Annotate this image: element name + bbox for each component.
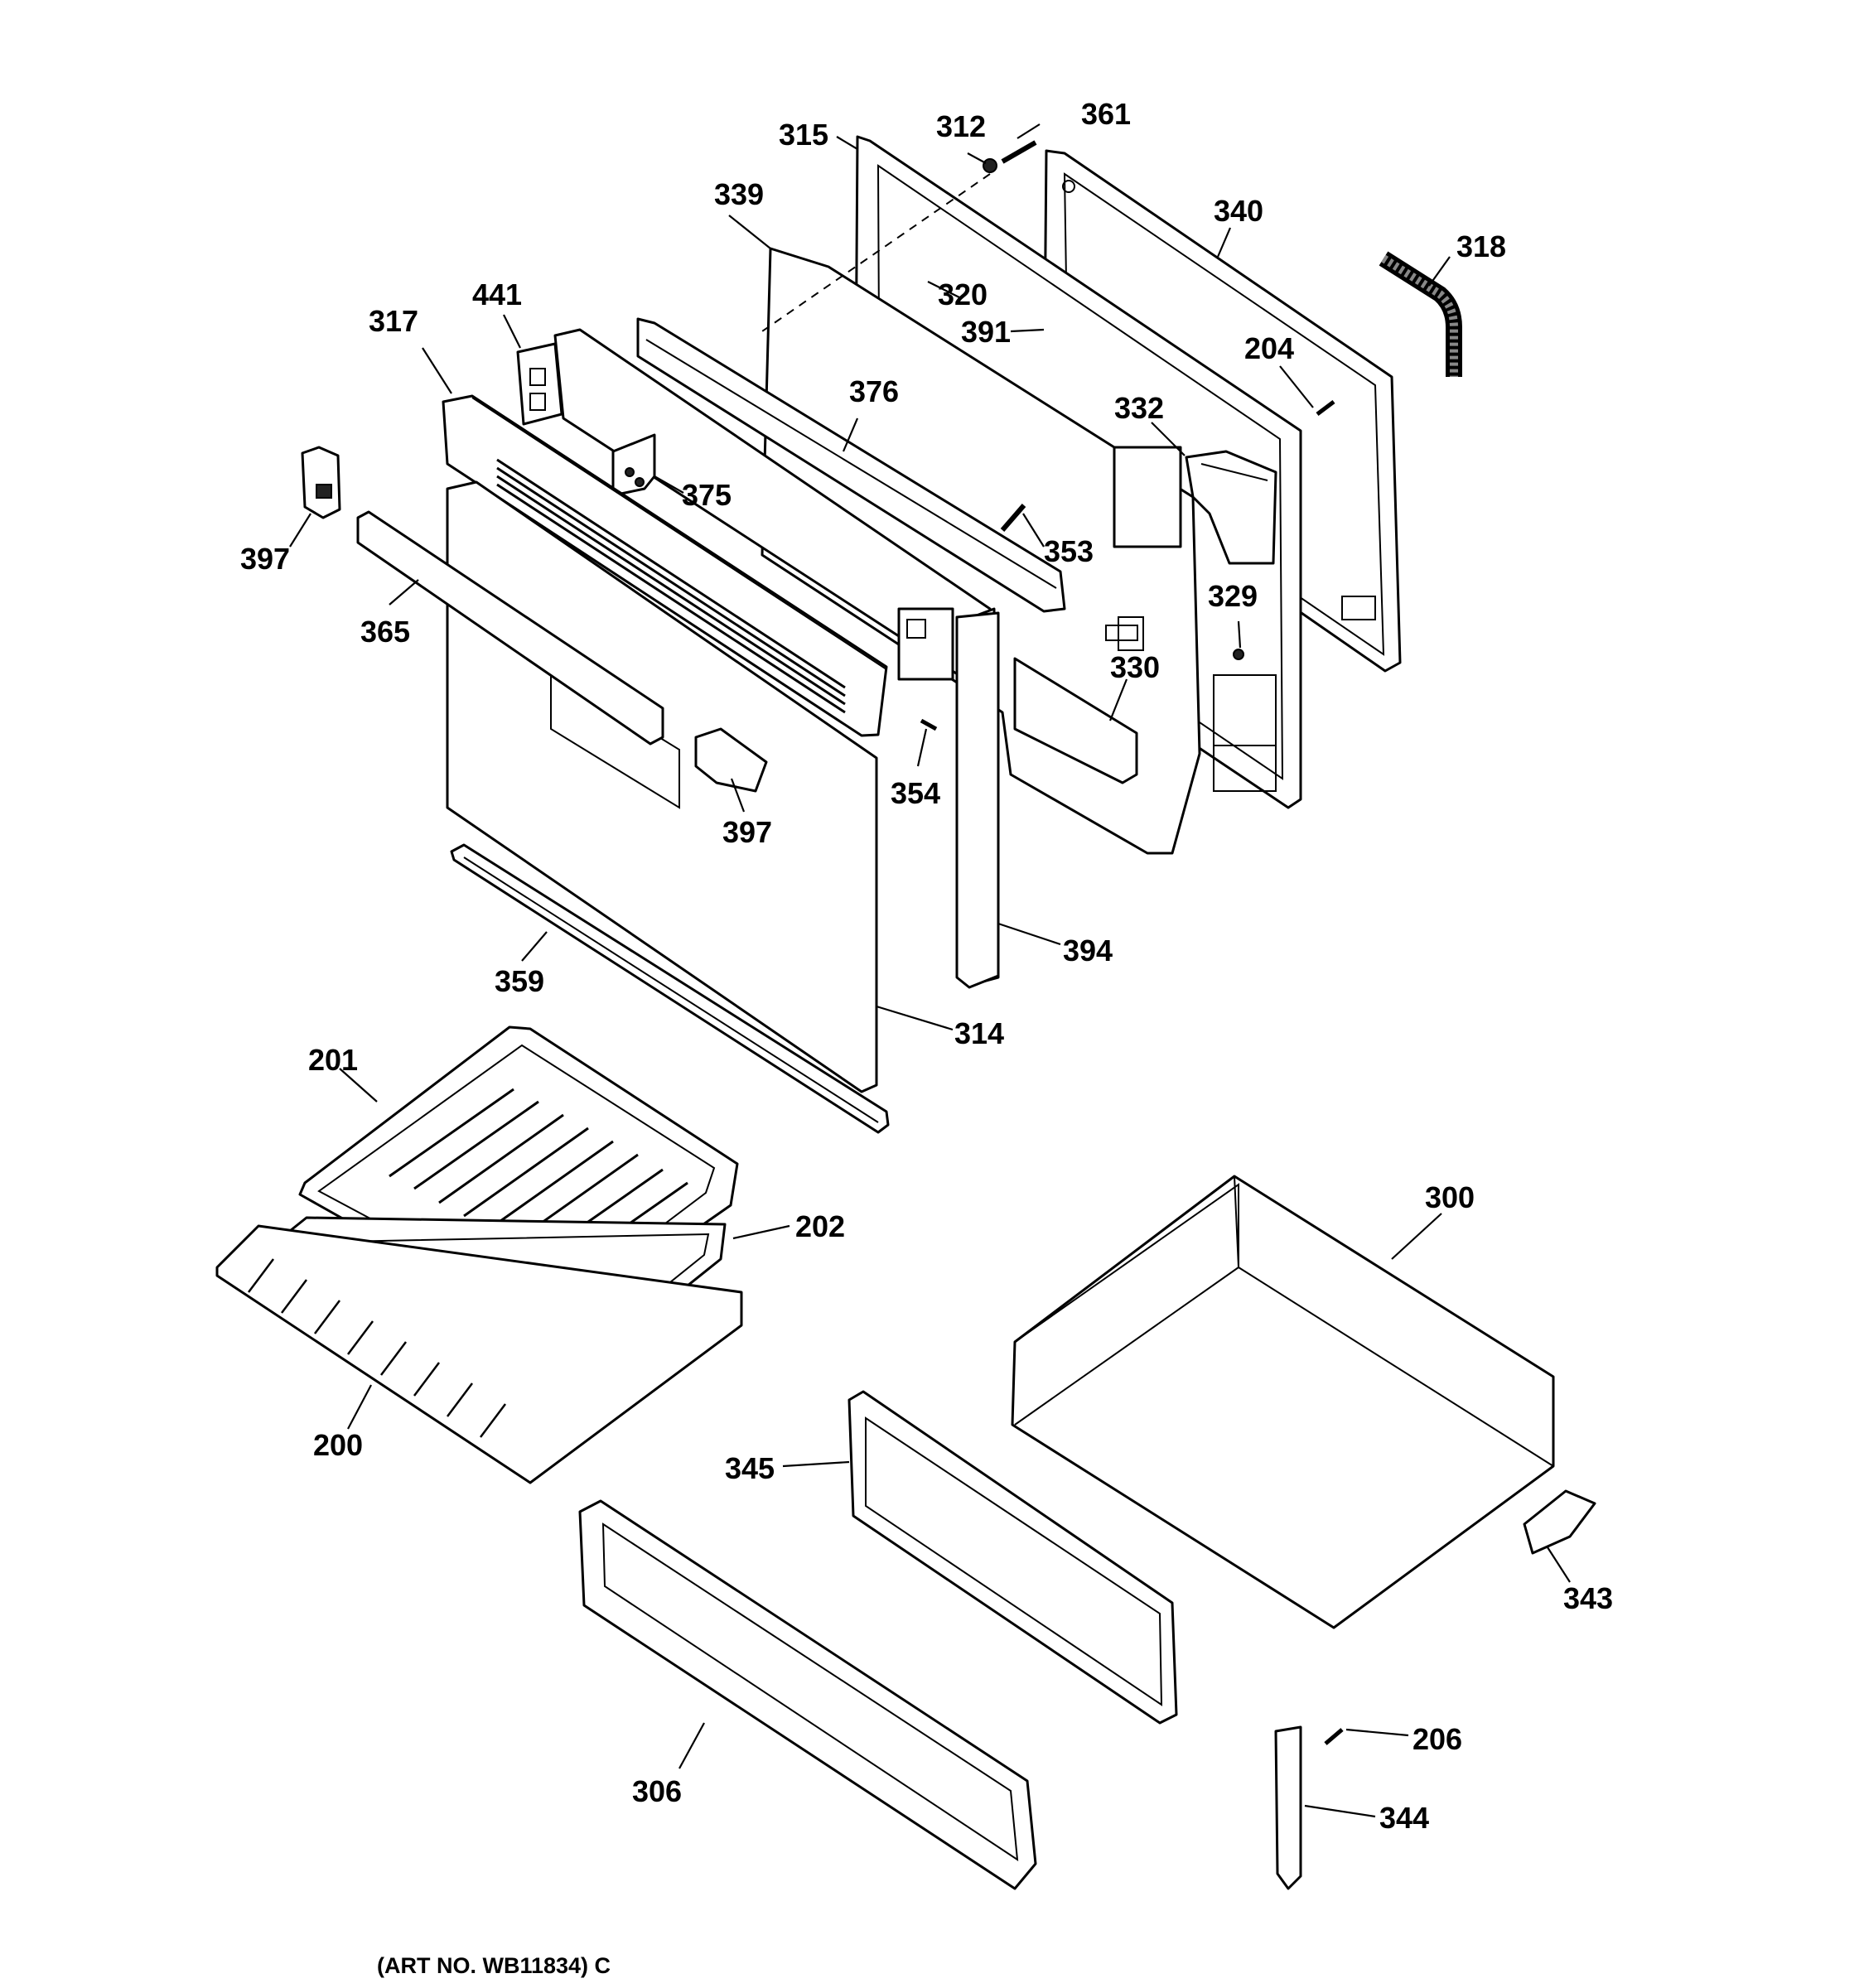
insulation-332 — [1185, 450, 1277, 565]
label-397-right: 397 — [722, 815, 773, 849]
label-353: 353 — [1044, 534, 1094, 568]
label-354: 354 — [891, 776, 941, 810]
label-306: 306 — [632, 1774, 683, 1808]
label-315: 315 — [779, 118, 829, 152]
label-330: 330 — [1110, 650, 1161, 684]
label-340: 340 — [1214, 194, 1264, 228]
label-332: 332 — [1114, 391, 1165, 425]
label-314: 314 — [954, 1016, 1005, 1050]
screw-206 — [1324, 1728, 1344, 1745]
label-397-left: 397 — [240, 542, 291, 576]
screw-353 — [1000, 504, 1026, 532]
strip-330 — [1013, 657, 1138, 784]
handle-end-397-left — [301, 446, 341, 519]
art-number-caption: (ART NO. WB11834) C — [377, 1953, 611, 1978]
label-345: 345 — [725, 1451, 775, 1485]
side-channel-376 — [636, 317, 1066, 613]
drawer-glide-343 — [1523, 1489, 1596, 1555]
label-339: 339 — [714, 177, 765, 211]
label-375: 375 — [682, 478, 732, 512]
label-200: 200 — [313, 1428, 364, 1462]
drawer-panel-345 — [847, 1390, 1178, 1725]
hinge-441 — [516, 342, 563, 426]
screw-312 — [983, 158, 997, 173]
label-312: 312 — [936, 109, 987, 143]
side-trim-394 — [955, 611, 1000, 989]
label-391: 391 — [961, 315, 1012, 349]
label-359: 359 — [495, 964, 545, 998]
screw-204 — [1316, 400, 1335, 416]
handle-end-397-right — [694, 727, 768, 793]
label-317: 317 — [369, 304, 419, 338]
label-361: 361 — [1081, 97, 1132, 131]
screw-329 — [1233, 649, 1244, 660]
label-344: 344 — [1379, 1801, 1430, 1835]
screw-354 — [920, 718, 938, 731]
label-300: 300 — [1425, 1180, 1475, 1214]
label-204: 204 — [1244, 331, 1295, 365]
label-206: 206 — [1412, 1722, 1463, 1756]
oven-rack-200 — [215, 1224, 743, 1484]
bottom-trim-359 — [450, 843, 890, 1134]
label-329: 329 — [1208, 579, 1258, 613]
drawer-front-306 — [578, 1499, 1037, 1890]
vent-panel — [442, 394, 888, 737]
screw-361 — [1001, 140, 1037, 164]
label-343: 343 — [1563, 1581, 1614, 1615]
label-365: 365 — [360, 615, 411, 649]
drawer-box-300 — [1011, 1175, 1555, 1629]
slide-rail-344 — [1274, 1725, 1302, 1890]
handle-365 — [356, 510, 664, 746]
label-201: 201 — [308, 1043, 359, 1077]
label-394: 394 — [1063, 934, 1113, 967]
label-320: 320 — [938, 277, 988, 311]
label-202: 202 — [795, 1209, 846, 1243]
leader-lines — [289, 123, 1571, 1818]
label-376: 376 — [849, 374, 900, 408]
label-441: 441 — [472, 277, 523, 311]
door-gasket-318 — [1379, 251, 1462, 377]
label-318: 318 — [1456, 229, 1507, 263]
